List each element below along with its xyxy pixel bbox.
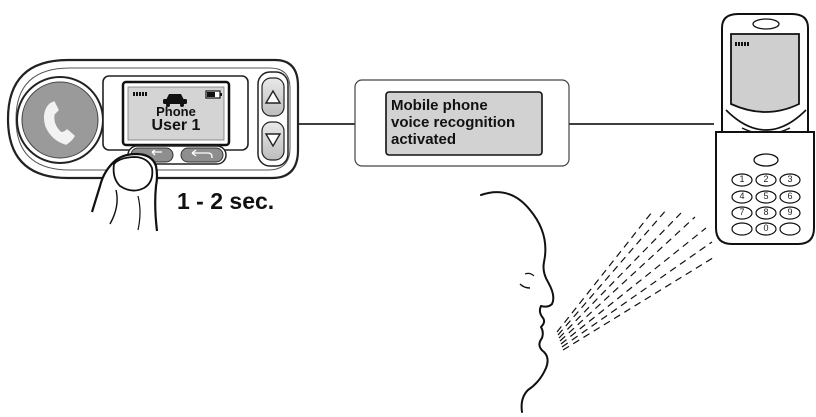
call-button[interactable]: [16, 76, 104, 164]
finger-icon: [90, 152, 159, 232]
hold-duration-label: 1 - 2 sec.: [177, 188, 275, 214]
message-box: [354, 79, 570, 167]
down-button[interactable]: [261, 121, 285, 161]
phone-key-6[interactable]: 6: [787, 191, 793, 201]
phone-key-0[interactable]: 0: [763, 223, 769, 233]
display-line-1: Phone: [156, 104, 196, 119]
signal-icon: [133, 92, 147, 96]
car-icon: [163, 94, 187, 107]
phone-key-4[interactable]: 4: [739, 191, 745, 201]
message-text: Mobile phone voice recognition activated: [391, 97, 543, 148]
phone-keypad: [731, 173, 801, 236]
handset-icon: [43, 101, 75, 145]
phone-key-7[interactable]: 7: [739, 207, 745, 217]
phone-signal-icon: [735, 42, 749, 46]
voice-waves-icon: [556, 208, 717, 351]
phone-key-5[interactable]: 5: [763, 191, 769, 201]
message-line-2: voice recognition: [391, 114, 516, 131]
up-button[interactable]: [261, 77, 285, 117]
message-line-1: Mobile phone: [391, 97, 488, 114]
phone-key-9[interactable]: 9: [787, 207, 793, 217]
phone-key-2[interactable]: 2: [763, 174, 769, 184]
message-line-3: activated: [391, 131, 457, 148]
face-profile-icon: [480, 191, 555, 413]
battery-icon: [205, 90, 222, 99]
phone-center-key[interactable]: [753, 153, 779, 167]
mobile-phone: [715, 13, 815, 245]
phone-key-1[interactable]: 1: [739, 174, 745, 184]
phone-key-8[interactable]: 8: [763, 207, 769, 217]
back-key-button[interactable]: [180, 147, 224, 163]
display-line-2: User 1: [151, 117, 201, 134]
phone-key-3[interactable]: 3: [787, 174, 793, 184]
